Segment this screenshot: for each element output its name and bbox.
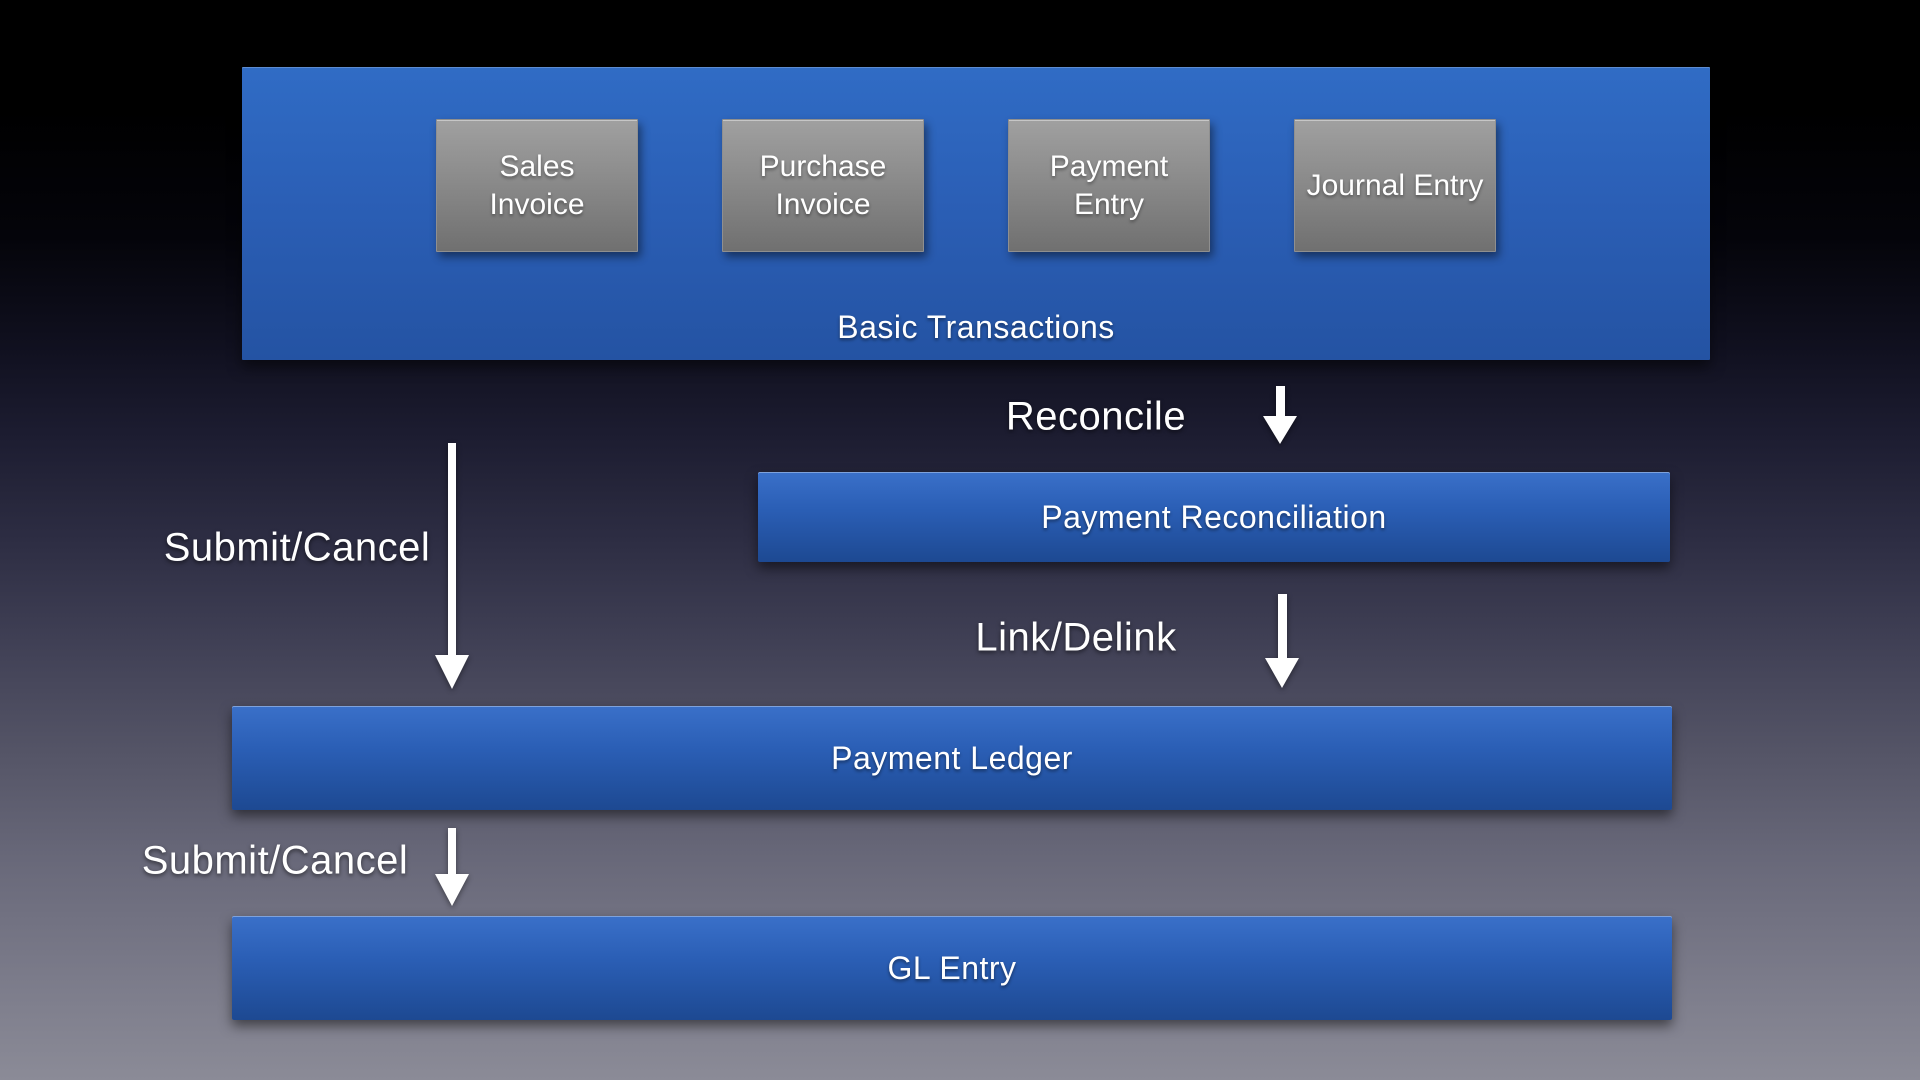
sales-invoice-box: Sales Invoice: [436, 119, 638, 252]
gl-entry-label: GL Entry: [887, 949, 1017, 986]
payment-ledger-label: Payment Ledger: [831, 739, 1073, 776]
arrow-stem: [1275, 386, 1285, 416]
arrow-head: [1265, 658, 1299, 688]
reconcile-arrow: [1263, 386, 1297, 444]
payment-entry-box: Payment Entry: [1008, 119, 1210, 252]
journal-entry-box: Journal Entry: [1294, 119, 1496, 252]
submit-cancel-bottom-label: Submit/Cancel: [141, 838, 409, 883]
reconcile-label: Reconcile: [1005, 394, 1187, 439]
link-delink-label: Link/Delink: [975, 615, 1177, 660]
submit-cancel-short-arrow: [435, 828, 469, 906]
link-delink-arrow: [1265, 594, 1299, 688]
gl-entry-bar: GL Entry: [232, 916, 1672, 1020]
arrow-head: [1263, 416, 1297, 444]
payment-reconciliation-label: Payment Reconciliation: [1041, 498, 1387, 535]
arrow-stem: [448, 828, 456, 874]
submit-cancel-long-arrow: [435, 443, 469, 689]
payment-reconciliation-bar: Payment Reconciliation: [758, 472, 1670, 562]
arrow-head: [435, 655, 469, 689]
arrow-stem: [448, 443, 456, 655]
payment-ledger-bar: Payment Ledger: [232, 706, 1672, 810]
submit-cancel-top-label: Submit/Cancel: [163, 525, 431, 570]
arrow-head: [435, 874, 469, 906]
arrow-stem: [1277, 594, 1287, 658]
basic-transactions-label: Basic Transactions: [837, 309, 1115, 345]
purchase-invoice-box: Purchase Invoice: [722, 119, 924, 252]
